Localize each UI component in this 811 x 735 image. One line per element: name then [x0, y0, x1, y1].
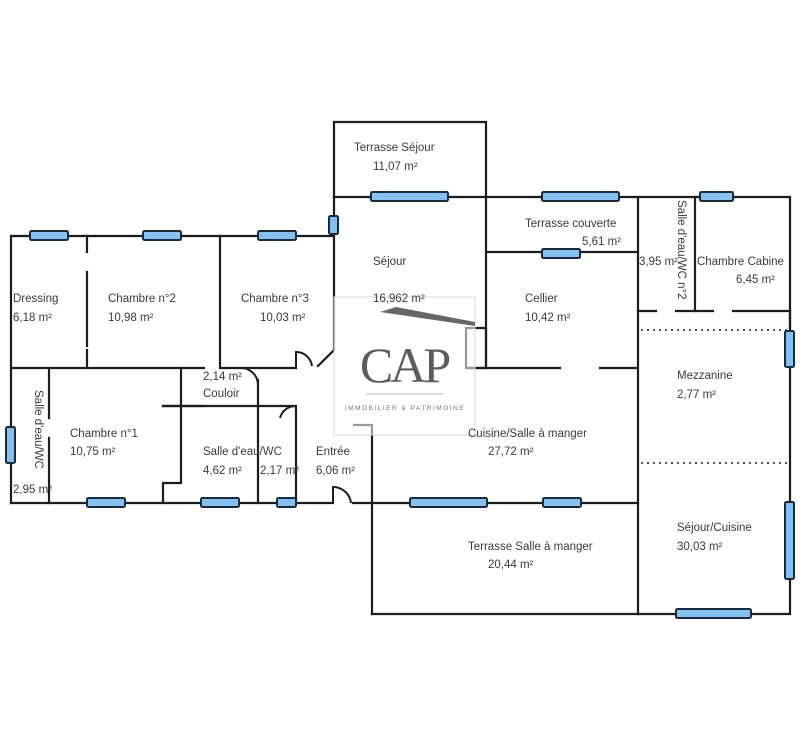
window-10	[784, 501, 795, 580]
room-sejour: Séjour 16,962 m²	[373, 256, 425, 305]
window-5	[370, 191, 449, 202]
room-area: 11,07 m²	[373, 161, 418, 173]
room-name: Cellier	[525, 293, 558, 305]
room-area: 2,14 m²	[203, 371, 242, 383]
room-wc: 2,17 m²	[260, 465, 299, 477]
logo-watermark: CAP IMMOBILIER & PATRIMOINE	[333, 296, 476, 436]
room-name: Dressing	[13, 293, 58, 305]
logo-tagline: IMMOBILIER & PATRIMOINE	[345, 405, 465, 412]
room-name: Salle d'eau/WC	[32, 390, 44, 469]
window-1	[29, 230, 69, 241]
room-name: Salle d'eau/WC n°2	[675, 200, 687, 300]
room-name: Chambre n°3	[241, 293, 309, 305]
room-labels: Terrasse Séjour 11,07 m² Terrasse couverte…	[13, 142, 784, 571]
room-dressing: Dressing 6,18 m²	[13, 293, 58, 324]
room-terrasse-couverte: Terrasse couverte 5,61 m²	[525, 218, 621, 248]
room-area: 6,45 m²	[736, 274, 775, 286]
room-couloir: Couloir 2,14 m²	[203, 371, 242, 400]
room-area: 6,06 m²	[316, 465, 355, 477]
logo-brand: CAP	[360, 337, 449, 393]
room-name: Couloir	[203, 388, 240, 400]
room-area: 10,98 m²	[108, 312, 154, 324]
doors	[240, 350, 352, 504]
door-couloir	[240, 367, 259, 386]
window-11	[675, 608, 752, 619]
room-area: 2,95 m²	[13, 484, 52, 496]
room-area: 4,62 m²	[203, 465, 242, 477]
room-sejour-cuisine: Séjour/Cuisine 30,03 m²	[677, 522, 752, 553]
room-cellier: Cellier 10,42 m²	[525, 293, 571, 324]
room-name: Séjour/Cuisine	[677, 522, 752, 534]
room-name: Chambre n°1	[70, 428, 138, 440]
room-area: 27,72 m²	[488, 446, 534, 458]
mezzanine-boundaries	[641, 329, 788, 464]
room-area: 2,17 m²	[260, 465, 299, 477]
window-4	[328, 215, 339, 235]
room-name: Terrasse Séjour	[354, 142, 435, 154]
room-name: Chambre Cabine	[697, 256, 784, 268]
window-7	[699, 191, 734, 202]
window-17	[5, 426, 16, 464]
room-terrasse-salle-a-manger: Terrasse Salle à manger 20,44 m²	[468, 541, 593, 571]
room-chambre-1: Chambre n°1 10,75 m²	[70, 428, 138, 458]
window-8	[541, 248, 581, 259]
room-area: 6,18 m²	[13, 312, 52, 324]
door-entree	[332, 485, 352, 504]
window-14	[86, 497, 126, 508]
room-area: 5,61 m²	[582, 236, 621, 248]
room-name: Cuisine/Salle à manger	[468, 428, 587, 440]
room-name: Terrasse Salle à manger	[468, 541, 593, 553]
room-name: Mezzanine	[677, 370, 733, 382]
room-terrasse-sejour: Terrasse Séjour 11,07 m²	[354, 142, 435, 173]
room-name: Salle d'eau/WC	[203, 446, 282, 458]
window-2	[142, 230, 182, 241]
room-area: 30,03 m²	[677, 541, 723, 553]
door-chambre-3	[295, 350, 313, 368]
room-cuisine-salle-a-manger: Cuisine/Salle à manger 27,72 m²	[468, 428, 587, 458]
window-16	[276, 497, 297, 508]
room-chambre-3: Chambre n°3 10,03 m²	[241, 293, 309, 324]
room-entree: Entrée 6,06 m²	[316, 446, 355, 477]
door-wc	[279, 404, 297, 424]
room-mezzanine: Mezzanine 2,77 m²	[677, 370, 733, 401]
room-chambre-cabine: Chambre Cabine 6,45 m²	[697, 256, 784, 286]
room-salle-deau-wc: Salle d'eau/WC 4,62 m²	[203, 446, 282, 477]
room-name: Chambre n°2	[108, 293, 176, 305]
room-area: 16,962 m²	[373, 293, 425, 305]
room-area: 3,95 m²	[639, 256, 678, 268]
room-area: 2,77 m²	[677, 389, 716, 401]
room-name: Entrée	[316, 446, 350, 458]
room-area: 10,75 m²	[70, 446, 116, 458]
room-chambre-2: Chambre n°2 10,98 m²	[108, 293, 176, 324]
window-15	[200, 497, 240, 508]
room-area: 20,44 m²	[488, 559, 534, 571]
room-area: 10,03 m²	[260, 312, 306, 324]
window-3	[257, 230, 297, 241]
room-salle-deau-wc-1: Salle d'eau/WC 2,95 m²	[13, 390, 52, 496]
room-name: Séjour	[373, 256, 406, 268]
room-salle-deau-wc-2: Salle d'eau/WC n°23,95 m²	[639, 200, 687, 300]
window-13	[542, 497, 582, 508]
windows	[5, 191, 795, 619]
window-6	[541, 191, 620, 202]
room-name: Terrasse couverte	[525, 218, 616, 230]
window-12	[409, 497, 488, 508]
window-9	[784, 330, 795, 368]
room-area: 10,42 m²	[525, 312, 571, 324]
